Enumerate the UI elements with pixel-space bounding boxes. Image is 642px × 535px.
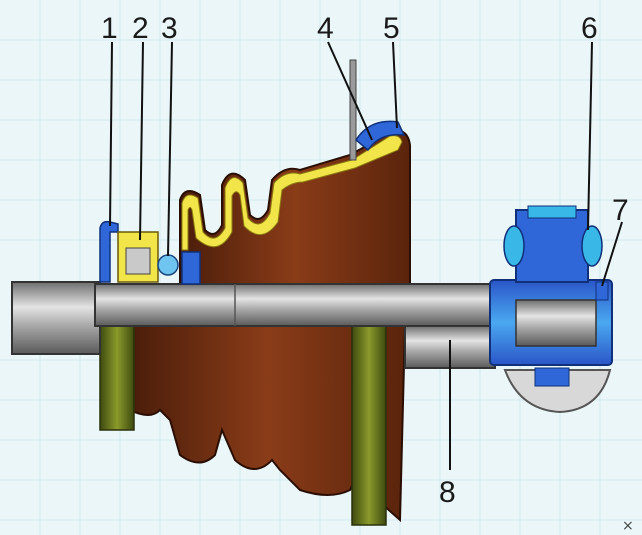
- clamp-strap: [349, 59, 357, 161]
- callout-label-8: 8: [439, 476, 456, 509]
- joint-inner-race: [515, 299, 597, 347]
- corner-mark-icon: ×: [622, 518, 634, 534]
- boot-inner-surface: [181, 135, 403, 251]
- callout-line-6: [587, 41, 593, 231]
- joint-housing-lower: [503, 369, 612, 414]
- joint-cage: [515, 209, 589, 283]
- ring-plate-right: [351, 324, 387, 526]
- axle-shaft: [94, 283, 491, 327]
- seal-inner: [125, 247, 151, 275]
- joint-ball-left: [503, 225, 525, 267]
- ball: [157, 254, 179, 276]
- callout-line-1: [109, 41, 113, 227]
- callout-label-5: 5: [383, 12, 400, 45]
- ring-plate-left: [99, 319, 135, 431]
- joint-ball-right: [581, 225, 603, 267]
- snap-ring: [595, 281, 609, 301]
- callout-line-3: [167, 41, 173, 257]
- callout-label-1: 1: [101, 12, 118, 45]
- boot-lower: [129, 324, 407, 523]
- joint-cage-top: [527, 205, 577, 219]
- joint-bottom-cage: [534, 367, 570, 387]
- callout-line-7: [601, 221, 623, 287]
- callout-line-5: [392, 41, 398, 129]
- callout-label-4: 4: [317, 12, 334, 45]
- callout-label-6: 6: [581, 12, 598, 45]
- bearing-ring: [181, 251, 201, 285]
- axle-shaft-left: [11, 281, 101, 355]
- callout-line-2: [139, 41, 144, 241]
- callout-label-7: 7: [612, 194, 629, 227]
- callout-line-4: [327, 41, 373, 141]
- retaining-ring: [99, 220, 119, 283]
- callout-label-2: 2: [132, 12, 149, 45]
- callout-label-3: 3: [161, 12, 178, 45]
